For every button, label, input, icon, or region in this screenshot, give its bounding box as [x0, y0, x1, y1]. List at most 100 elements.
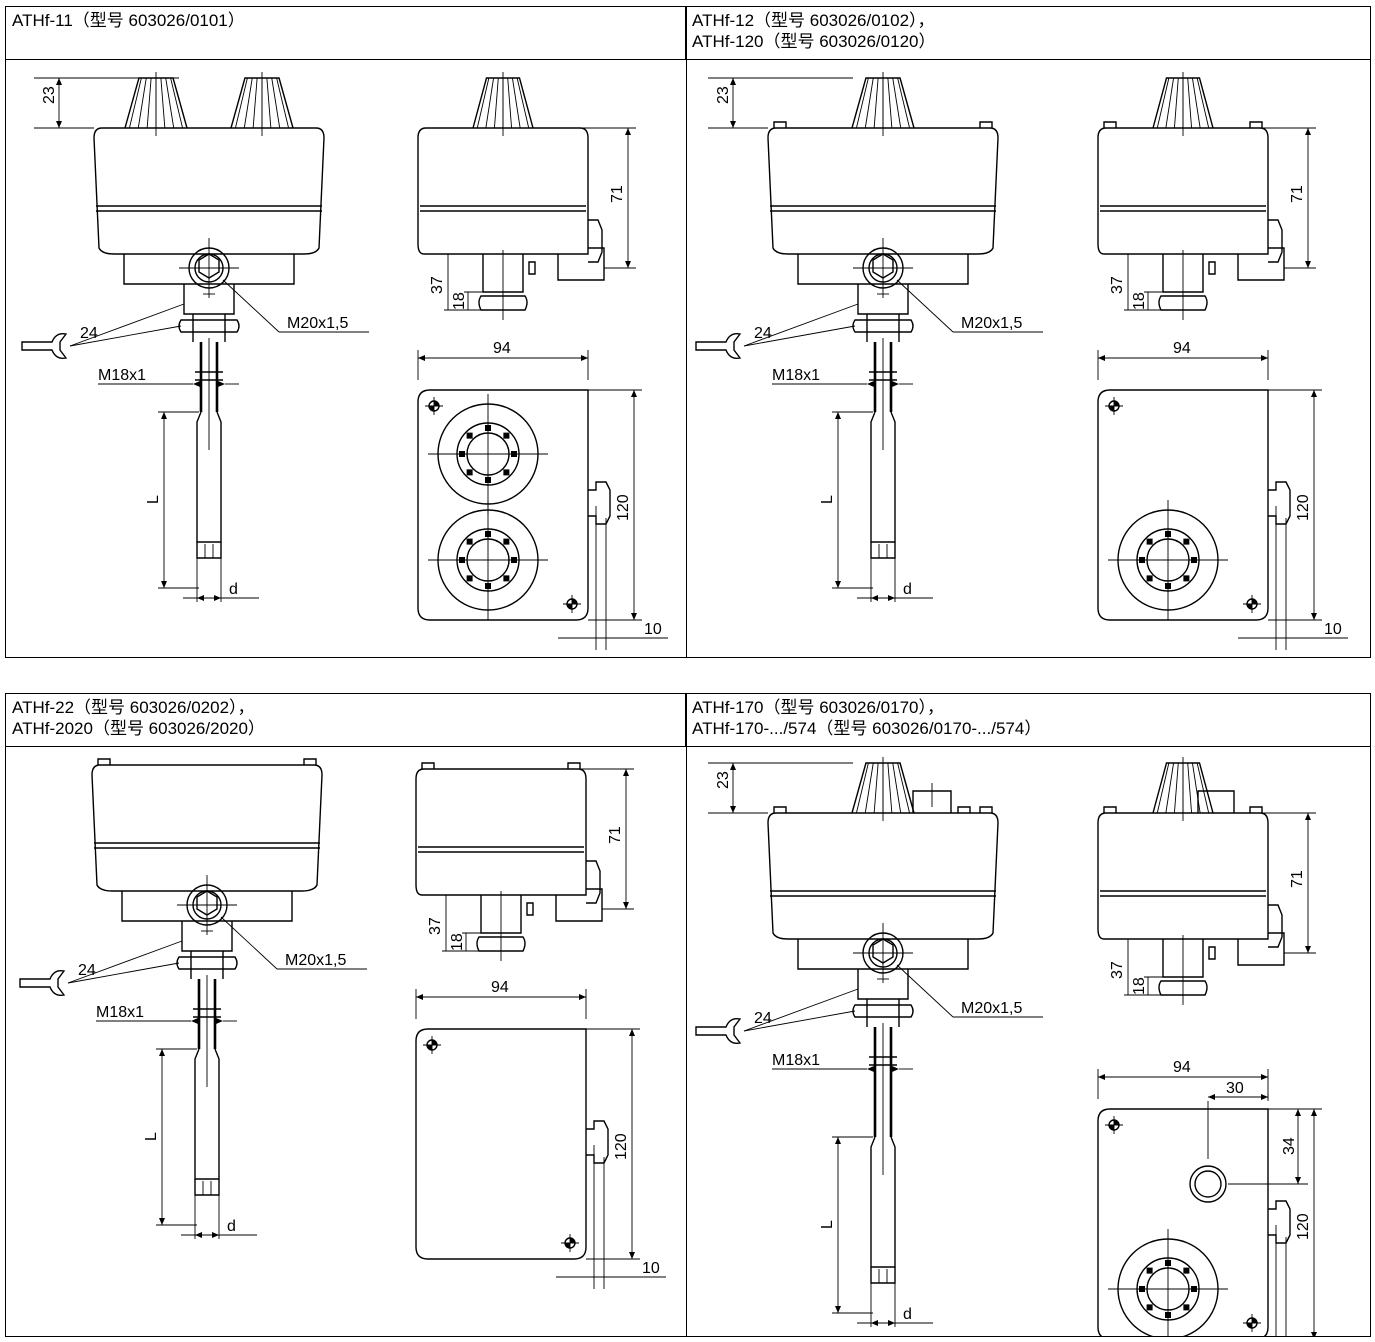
dim-knob-label: 23 [41, 86, 58, 104]
leader-line [743, 988, 859, 1032]
gland [183, 284, 235, 315]
knob-rib [137, 77, 147, 129]
leader-line [896, 964, 954, 1018]
housing-side [1097, 127, 1269, 255]
knob-rib [1196, 77, 1210, 129]
detail [526, 902, 534, 916]
height-label: 37 [1109, 276, 1126, 294]
dial-tick [466, 432, 473, 439]
sensor-bulb [870, 411, 896, 543]
knob-rib [507, 77, 513, 129]
arrowhead [871, 1320, 878, 1326]
diameter-label: d [229, 581, 238, 598]
knob-rib [146, 77, 152, 129]
leader-line [743, 1010, 856, 1032]
sensor-tip [194, 1179, 220, 1196]
detail [1208, 261, 1216, 275]
knob-rib [1165, 77, 1175, 129]
dial-tick [1183, 575, 1190, 582]
knob-rib [252, 77, 258, 129]
height-label: 71 [607, 826, 624, 844]
dial-tick [1146, 1304, 1153, 1311]
leader-line [69, 325, 182, 347]
sensor-tip [870, 542, 896, 559]
dial-tick [503, 575, 510, 582]
arrowhead [1261, 355, 1268, 361]
dial-tick [503, 432, 510, 439]
gland [857, 284, 909, 315]
arrowhead [1295, 1109, 1301, 1116]
screw-fill [1247, 1318, 1257, 1328]
knob-rib [855, 762, 869, 814]
height-label: 18 [1131, 292, 1148, 310]
arrowhead [625, 128, 631, 135]
housing-top [417, 389, 589, 621]
knob-rib [1187, 77, 1193, 129]
arrowhead [159, 1218, 165, 1225]
knob-rib [266, 77, 272, 129]
arrowhead [835, 581, 841, 588]
sensor-bulb [196, 411, 222, 543]
arrowhead [56, 78, 62, 85]
entry-side [1268, 904, 1283, 948]
screw [1103, 806, 1117, 813]
arrowhead [56, 121, 62, 128]
arrowhead [1261, 1074, 1268, 1080]
arrowhead [623, 902, 629, 909]
leader-line [743, 325, 856, 347]
title-line: ATHf-120（型号 603026/0120） [692, 32, 936, 51]
arrowhead [623, 769, 629, 776]
height-label: 71 [1289, 185, 1306, 203]
knob-rib [1173, 762, 1179, 814]
arrowhead [871, 595, 878, 601]
arrowhead [197, 595, 204, 601]
arrowhead [161, 581, 167, 588]
gland-nut-side [1158, 295, 1208, 311]
thread-label: M18x1 [96, 1004, 144, 1021]
depth-label: 120 [615, 494, 632, 521]
width-label: 94 [493, 340, 511, 357]
dial-tick [511, 451, 517, 457]
depth-label: 120 [1295, 1213, 1312, 1240]
knob-rib [897, 77, 911, 129]
width-label: 94 [1173, 340, 1191, 357]
panel-title: ATHf-170（型号 603026/0170）， ATHf-170-.../5… [685, 693, 1371, 747]
dial-tick [485, 425, 491, 431]
height-label: 18 [1131, 977, 1148, 995]
dial-tick [466, 469, 473, 476]
dial-tick [485, 583, 491, 589]
knob-rib [873, 77, 879, 129]
dial-tick [1146, 575, 1153, 582]
lamp [1189, 1165, 1227, 1203]
panel-title: ATHf-22（型号 603026/0202）， ATHf-2020（型号 60… [5, 693, 687, 747]
lamp-housing [1197, 790, 1235, 813]
title-line: ATHf-11（型号 603026/0101） [12, 11, 245, 30]
sensor-bulb [870, 1136, 896, 1268]
dial-tick [1165, 531, 1171, 537]
panel-row-2 [5, 693, 1371, 1337]
leader-line [896, 279, 954, 333]
base-side [1237, 932, 1285, 966]
entry-side [588, 219, 603, 263]
lamp-x-label: 30 [1226, 1080, 1244, 1097]
arrowhead [1311, 613, 1317, 620]
sensor-tip [196, 542, 222, 559]
gland-nut [178, 319, 240, 333]
arrowhead [159, 1049, 165, 1056]
dial-tick [485, 477, 491, 483]
length-label: L [819, 1220, 836, 1229]
leader-line [743, 303, 859, 347]
gland-nut-side [1158, 980, 1208, 996]
dial-tick [1146, 1267, 1153, 1274]
thread-label: M18x1 [772, 1052, 820, 1069]
arrowhead [730, 78, 736, 85]
knob-rib [855, 77, 869, 129]
height-label: 71 [609, 185, 626, 203]
arrowhead [195, 1232, 202, 1238]
entry-side [1268, 219, 1283, 263]
thread-label: M20x1,5 [287, 315, 348, 332]
thread-label: M18x1 [98, 367, 146, 384]
screw-fill [1109, 401, 1119, 411]
